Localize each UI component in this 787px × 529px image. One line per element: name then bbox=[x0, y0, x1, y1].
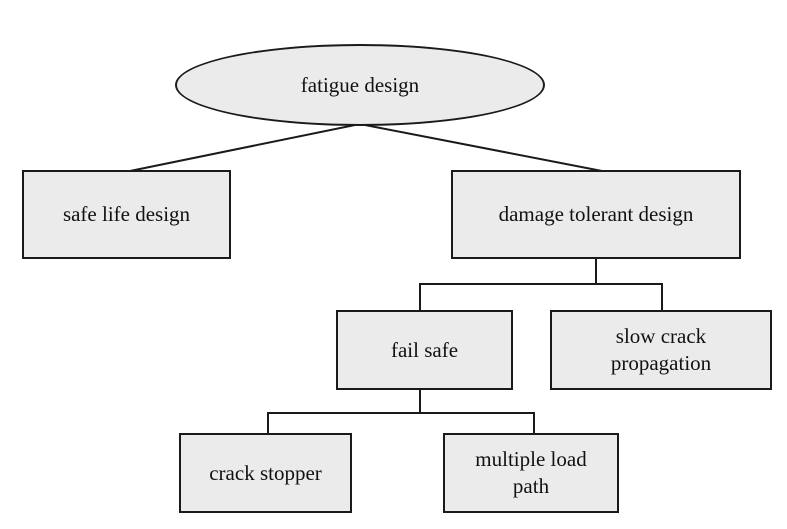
node-multiple-load-path-label-line2: path bbox=[512, 474, 550, 498]
node-fatigue-design: fatigue design bbox=[175, 44, 545, 126]
node-crack-stopper-label: crack stopper bbox=[209, 460, 322, 485]
node-crack-stopper: crack stopper bbox=[179, 433, 352, 513]
edge-bracket-damage-tolerant bbox=[419, 283, 663, 310]
edge-root-damage-tolerant bbox=[364, 124, 603, 172]
edge-root-safe-life bbox=[129, 124, 356, 172]
node-fatigue-design-label: fatigue design bbox=[300, 72, 420, 97]
node-slow-crack-propagation-label-line2: propagation bbox=[610, 351, 712, 375]
node-multiple-load-path-label-line1: multiple load bbox=[475, 447, 587, 471]
node-safe-life-design-label: safe life design bbox=[62, 202, 191, 226]
node-multiple-load-path: multiple load path bbox=[443, 433, 619, 513]
edge-bracket-fail-safe bbox=[267, 412, 535, 433]
node-damage-tolerant-design: damage tolerant design bbox=[451, 170, 741, 259]
node-slow-crack-propagation: slow crack propagation bbox=[550, 310, 772, 390]
node-slow-crack-propagation-label-line1: slow crack bbox=[615, 324, 707, 348]
node-fail-safe: fail safe bbox=[336, 310, 513, 390]
node-safe-life-design: safe life design bbox=[22, 170, 231, 259]
node-damage-tolerant-design-label: damage tolerant design bbox=[498, 202, 694, 226]
node-fail-safe-label: fail safe bbox=[390, 337, 459, 362]
